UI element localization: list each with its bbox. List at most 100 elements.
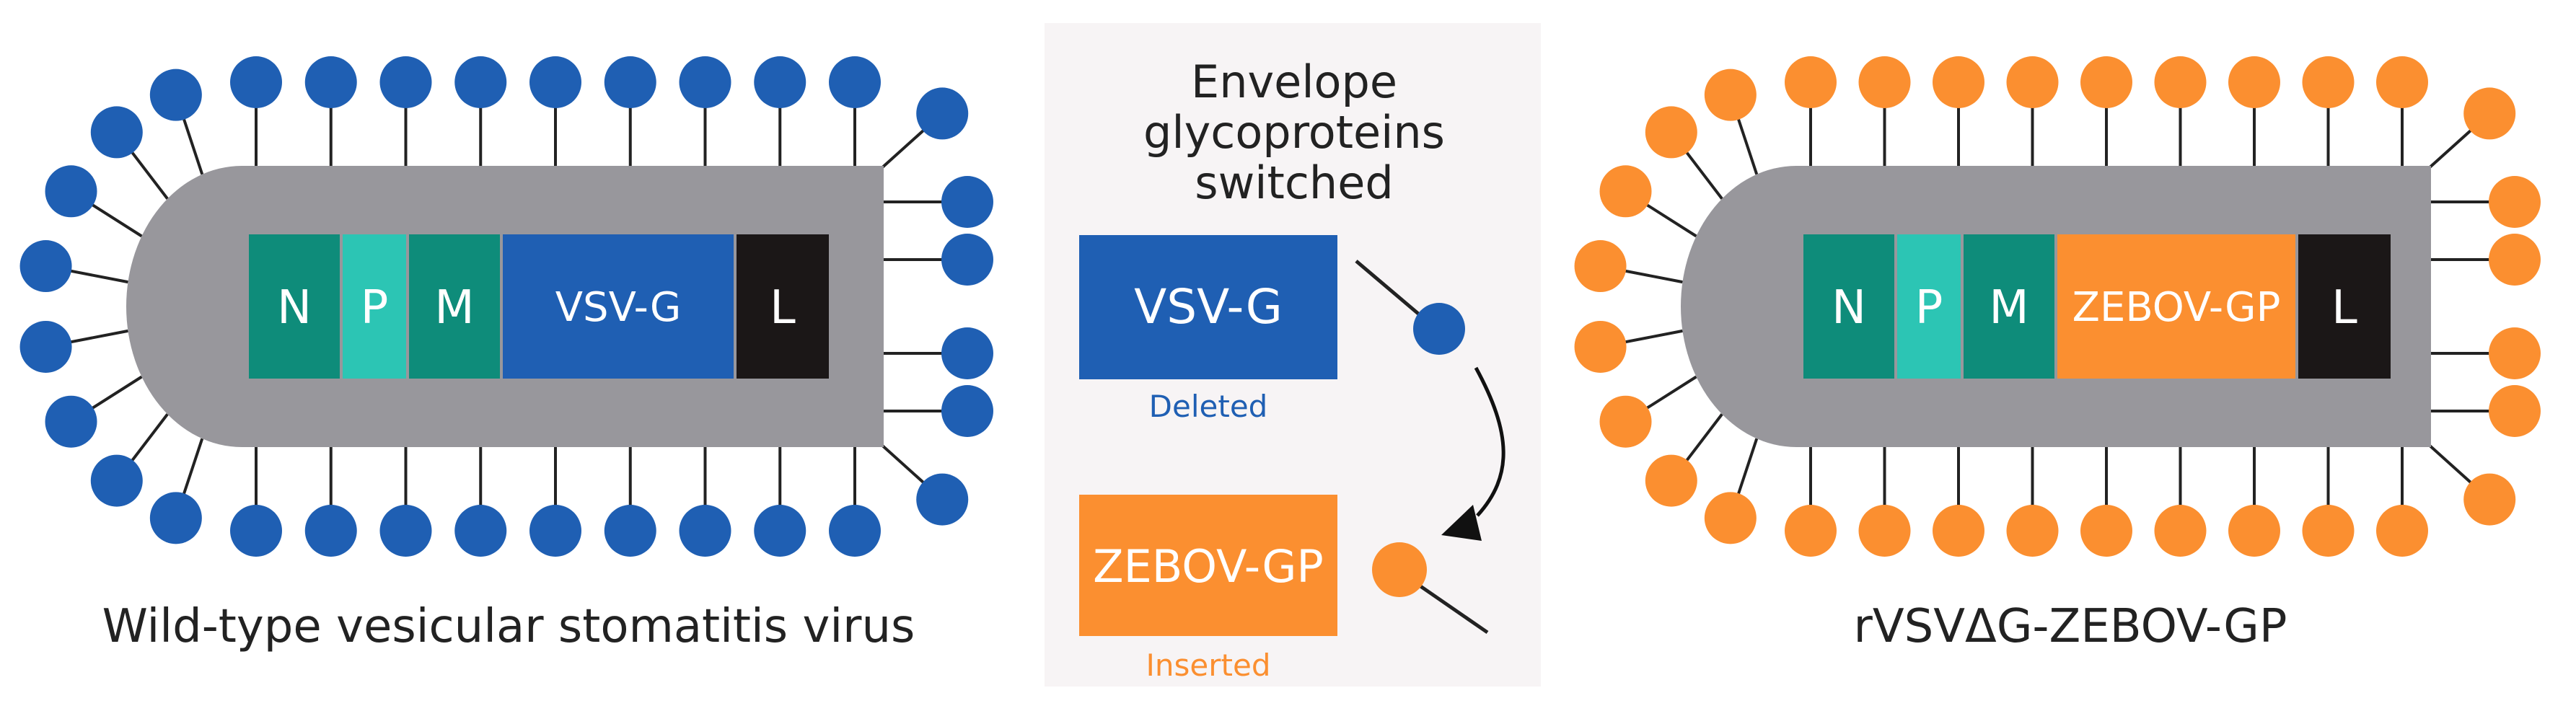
gene-label: P bbox=[361, 281, 389, 335]
gene-segment-vsv-g bbox=[503, 234, 734, 379]
spike-head bbox=[1645, 454, 1697, 507]
inserted-gene-label: ZEBOV-GP bbox=[1093, 540, 1324, 593]
spike-head bbox=[90, 454, 143, 507]
gene-segment-p bbox=[1897, 234, 1961, 379]
spike-head bbox=[2006, 56, 2059, 108]
spike-head bbox=[2376, 56, 2428, 108]
spike-head bbox=[529, 56, 581, 108]
spike-head bbox=[529, 505, 581, 557]
right-caption: rVSVΔG-ZEBOV-GP bbox=[1854, 600, 2287, 653]
spike-head bbox=[941, 176, 993, 228]
gene-label: VSV-G bbox=[555, 284, 682, 331]
gene-segment-l bbox=[737, 234, 829, 379]
gene-segment-n bbox=[1803, 234, 1894, 379]
gene-segment-m bbox=[1964, 234, 2054, 379]
spike-head bbox=[2228, 56, 2280, 108]
spike-head bbox=[604, 56, 656, 108]
spike-head bbox=[454, 505, 507, 557]
spike-head bbox=[1933, 505, 1984, 557]
spike-head bbox=[1704, 492, 1757, 544]
gene-label: L bbox=[2331, 281, 2357, 335]
deleted-gene-label: VSV-G bbox=[1134, 279, 1283, 335]
spike-head bbox=[90, 106, 143, 159]
spike-head bbox=[679, 505, 731, 557]
spike-head bbox=[1574, 240, 1627, 293]
deleted-gene-box bbox=[1079, 235, 1337, 379]
spike-head bbox=[916, 473, 969, 526]
gene-label: ZEBOV-GP bbox=[2072, 284, 2281, 331]
spike-head bbox=[1645, 106, 1697, 159]
spike-head bbox=[2302, 56, 2355, 108]
spike-head bbox=[2154, 505, 2207, 557]
spike-head bbox=[454, 56, 507, 108]
panel-title-line-1: Envelope bbox=[1191, 56, 1397, 108]
spike-head bbox=[941, 234, 993, 286]
gene-segment-zebov-gp bbox=[2057, 234, 2295, 379]
panel-title-line-3: switched bbox=[1195, 156, 1393, 209]
gene-segment-p bbox=[343, 234, 406, 379]
spike-head bbox=[2463, 473, 2516, 526]
deleted-caption: Deleted bbox=[1149, 389, 1268, 424]
spike-head bbox=[1785, 56, 1837, 108]
gene-label: L bbox=[770, 281, 796, 335]
spike-head bbox=[1599, 395, 1652, 448]
spike-head bbox=[2302, 505, 2355, 557]
spike-head bbox=[2376, 505, 2428, 557]
gene-label: M bbox=[1989, 281, 2028, 335]
spike-head bbox=[45, 395, 97, 448]
spike-head bbox=[379, 505, 432, 557]
spike-head bbox=[379, 56, 432, 108]
spike-head bbox=[1574, 320, 1627, 373]
spike-head bbox=[2489, 234, 2541, 286]
deleted-spike-stalk bbox=[1355, 260, 1424, 319]
spike-head bbox=[2006, 505, 2059, 557]
left-caption: Wild-type vesicular stomatitis virus bbox=[102, 600, 915, 653]
right-spikes bbox=[1574, 56, 2541, 557]
spike-head bbox=[304, 505, 357, 557]
left-spikes bbox=[19, 56, 993, 557]
spike-head bbox=[1785, 505, 1837, 557]
spike-head bbox=[941, 327, 993, 379]
spike-head bbox=[754, 56, 806, 108]
gene-label: N bbox=[1832, 281, 1866, 335]
spike-head bbox=[1858, 56, 1911, 108]
panel-title-line-2: glycoproteins bbox=[1143, 106, 1445, 159]
inserted-gene-box bbox=[1079, 495, 1337, 636]
spike-head bbox=[829, 505, 881, 557]
spike-head bbox=[2489, 327, 2541, 379]
gene-label: M bbox=[434, 281, 474, 335]
inserted-caption: Inserted bbox=[1146, 648, 1271, 683]
spike-head bbox=[230, 56, 282, 108]
spike-head bbox=[941, 385, 993, 437]
spike-head bbox=[2489, 176, 2541, 228]
deleted-spike-head bbox=[1413, 303, 1465, 355]
spike-head bbox=[829, 56, 881, 108]
spike-head bbox=[2080, 56, 2132, 108]
spike-head bbox=[2080, 505, 2132, 557]
spike-head bbox=[604, 505, 656, 557]
spike-head bbox=[230, 505, 282, 557]
gene-label: N bbox=[277, 281, 312, 335]
spike-head bbox=[19, 240, 72, 293]
spike-head bbox=[45, 165, 97, 218]
gene-segment-l bbox=[2298, 234, 2391, 379]
gene-segment-n bbox=[249, 234, 340, 379]
spike-head bbox=[1933, 56, 1984, 108]
spike-head bbox=[916, 87, 969, 140]
gene-segment-m bbox=[409, 234, 500, 379]
inserted-spike-stalk bbox=[1414, 580, 1489, 635]
spike-head bbox=[2463, 87, 2516, 140]
spike-head bbox=[149, 69, 202, 121]
spike-head bbox=[1858, 505, 1911, 557]
switch-arrow-line bbox=[1474, 366, 1505, 517]
middle-panel: Envelope glycoproteins switched VSV-G De… bbox=[1045, 23, 1541, 687]
spike-head bbox=[679, 56, 731, 108]
inserted-spike-head bbox=[1372, 542, 1427, 597]
spike-head bbox=[304, 56, 357, 108]
spike-head bbox=[2228, 505, 2280, 557]
